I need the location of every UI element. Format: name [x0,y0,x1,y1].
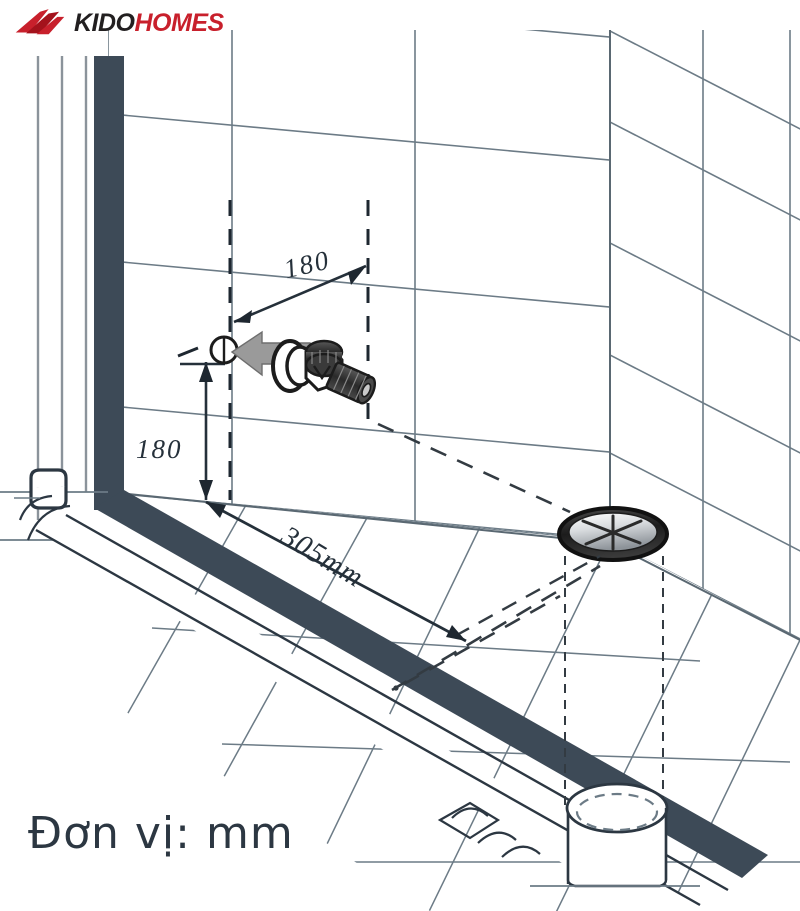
vertical-supply-pipe [94,56,124,510]
brand-name-primary: KIDO [74,8,135,37]
brand-name: KIDOHOMES [74,8,225,37]
unit-note: Đơn vị: mm [28,808,294,859]
pipe-couplings [437,801,541,858]
valve-wall-guide [177,346,199,358]
wall-riser-pipes [36,56,88,520]
construction-dot [393,685,399,691]
kidohomes-swoosh-icon [15,9,65,35]
dimension-top-180 [233,264,367,324]
floor-construction-lines [377,422,601,692]
dimension-floor-305 [205,500,467,643]
tiled-left-wall [108,30,610,540]
dark-diagonal-supply-pipe [94,490,768,878]
room-corner-edges [107,30,800,641]
dimension-left-180 [180,362,225,500]
pipe-clamp-bracket [29,468,68,510]
floor-drain-grate [557,506,669,562]
brand-logo: KIDOHOMES [14,6,224,40]
vertical-drain-pipe [530,782,700,888]
floor-construction-lines-2 [454,554,601,638]
angle-valve-fitting [209,330,377,405]
drain-alignment-lines [564,556,664,812]
dimension-label-left: 180 [136,434,183,464]
brand-name-secondary: HOMES [134,8,225,37]
